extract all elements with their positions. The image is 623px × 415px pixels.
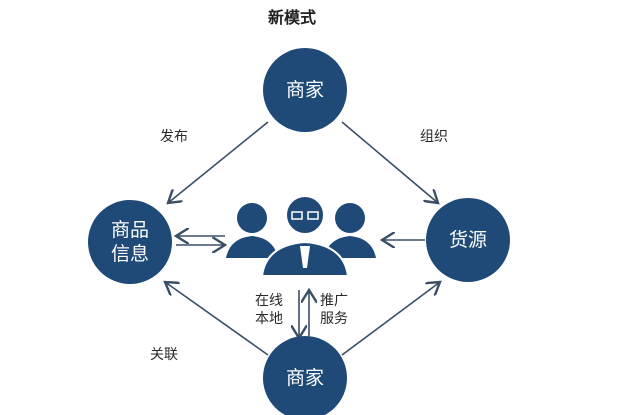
node-supply: 货源	[426, 198, 510, 282]
label-line: 本地	[255, 311, 283, 327]
arrow-top-to-right	[341, 121, 438, 203]
node-label: 商家	[285, 367, 324, 389]
node-product-info: 商品信息	[88, 200, 172, 284]
title: 新模式	[268, 8, 317, 27]
node-merchant-top: 商家	[263, 48, 347, 132]
label-online-local: 在线本地	[255, 292, 283, 328]
label-associate: 关联	[150, 347, 178, 363]
node-label: 信息	[110, 243, 149, 265]
label-line: 服务	[320, 311, 348, 327]
node-label: 货源	[448, 229, 487, 251]
arrow-bottom-to-right	[341, 282, 440, 356]
node-merchant-bottom: 商家	[263, 336, 347, 415]
arrow-bottom-to-left	[165, 282, 269, 356]
node-label: 商品	[110, 219, 149, 241]
label-line: 在线	[255, 293, 283, 309]
label-publish: 发布	[160, 129, 188, 145]
label-line: 推广	[320, 293, 348, 309]
label-organize: 组织	[420, 129, 448, 145]
people-icon	[226, 195, 376, 277]
node-label: 商家	[285, 79, 324, 101]
label-promote-service: 推广服务	[320, 292, 348, 328]
arrow-top-to-left	[168, 121, 269, 203]
